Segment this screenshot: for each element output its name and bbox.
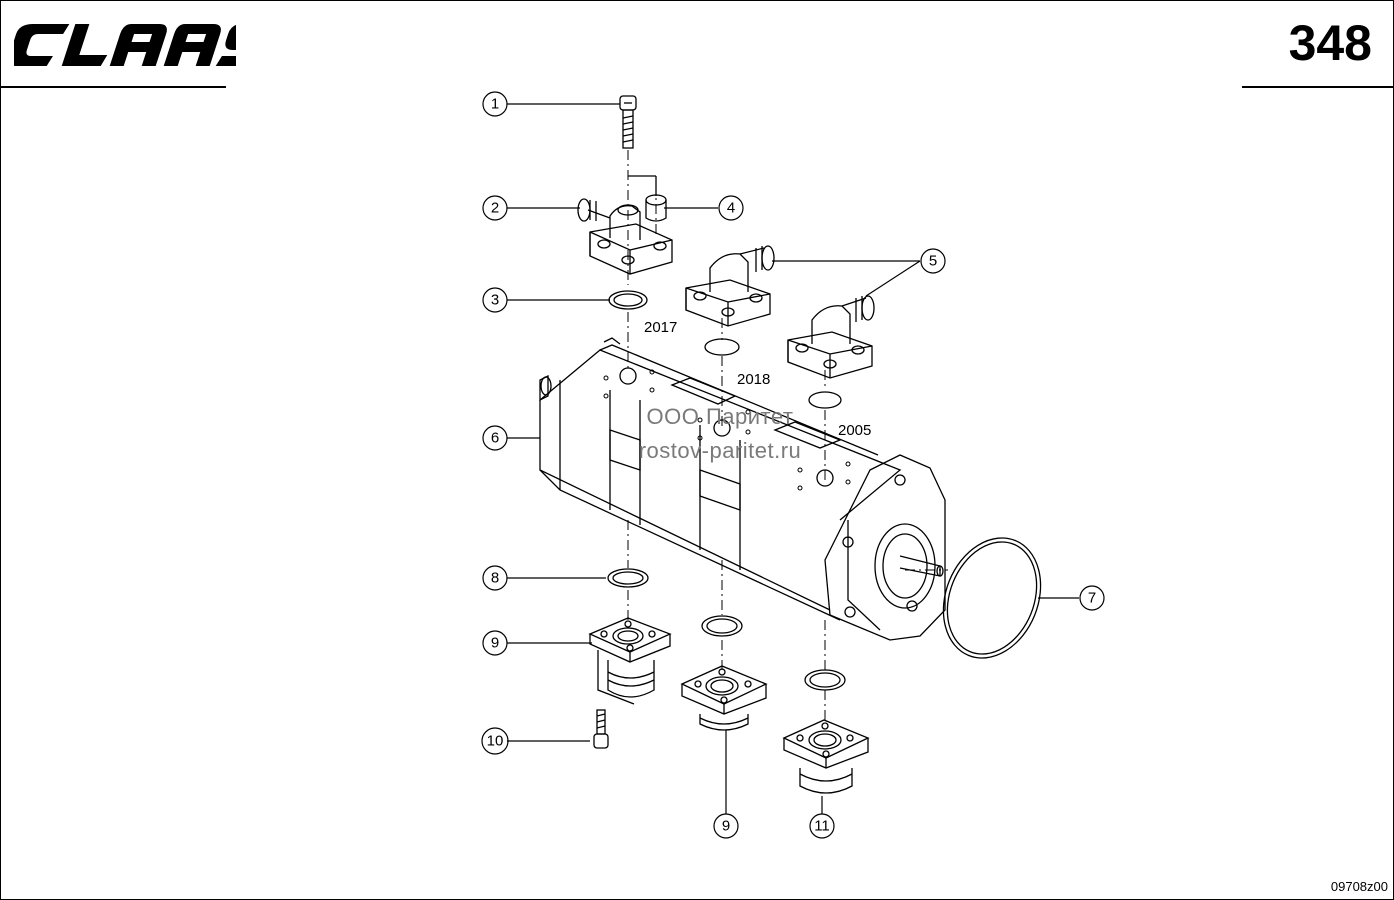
callout-circle-3	[482, 287, 508, 313]
o-ring-2005	[808, 391, 842, 409]
o-ring-part-8	[607, 568, 649, 588]
flange-part-9-middle	[680, 665, 768, 731]
o-ring-right	[804, 669, 846, 691]
callout-5: 5	[929, 253, 937, 270]
callout-circle-4	[718, 195, 744, 221]
pin-part-4	[628, 175, 667, 222]
callout-circle-1	[482, 91, 508, 117]
flange-part-11	[782, 719, 870, 794]
elbow-fitting-part-2	[577, 198, 673, 275]
o-ring-middle	[701, 615, 743, 637]
callout-circle-9a	[482, 630, 508, 656]
callout-10: 10	[487, 733, 504, 750]
callout-circle-10	[481, 727, 509, 755]
callout-circle-2	[482, 195, 508, 221]
callout-11: 11	[814, 818, 830, 835]
callout-circles	[481, 91, 1105, 839]
large-o-ring-part-7	[942, 537, 1042, 659]
callout-circle-7	[1079, 585, 1105, 611]
watermark-line-2: rostov-paritet.ru	[638, 438, 802, 463]
callout-2: 2	[491, 200, 499, 217]
callout-circle-8	[482, 565, 508, 591]
callout-8: 8	[491, 570, 499, 587]
screw-part-1	[619, 95, 637, 149]
elbow-fitting-part-5b	[787, 295, 875, 379]
watermark-line-1: ООО Паритет	[646, 404, 794, 429]
callout-3: 3	[491, 292, 499, 309]
gear-pump-part-6	[539, 337, 946, 641]
drawing-code: 09708z00	[1330, 879, 1388, 894]
flange-part-9-left	[588, 617, 672, 705]
o-ring-part-3	[608, 290, 648, 310]
callout-circle-6	[482, 425, 508, 451]
callout-1: 1	[491, 96, 499, 113]
callout-9-left: 9	[491, 635, 499, 652]
watermark: ООО Паритет rostov-paritet.ru	[600, 400, 840, 468]
o-ring-2018	[704, 338, 740, 356]
callout-4: 4	[727, 200, 735, 217]
ref-number-2017: 2017	[644, 319, 677, 336]
screw-part-10	[593, 709, 609, 749]
leader-lines	[507, 103, 1079, 814]
center-lines	[627, 150, 948, 720]
callout-6: 6	[491, 430, 499, 447]
elbow-fitting-part-5a	[685, 245, 775, 327]
page-number-underline	[1242, 86, 1394, 88]
ref-number-2005: 2005	[838, 422, 871, 439]
callout-circle-5	[920, 248, 946, 274]
callout-circle-11	[809, 813, 835, 839]
callout-circle-9b	[713, 813, 739, 839]
callout-7: 7	[1088, 590, 1096, 607]
page-number: 348	[1288, 15, 1372, 71]
callout-9-bottom: 9	[722, 818, 730, 835]
ref-number-2018: 2018	[737, 371, 770, 388]
logo-underline	[0, 86, 226, 88]
